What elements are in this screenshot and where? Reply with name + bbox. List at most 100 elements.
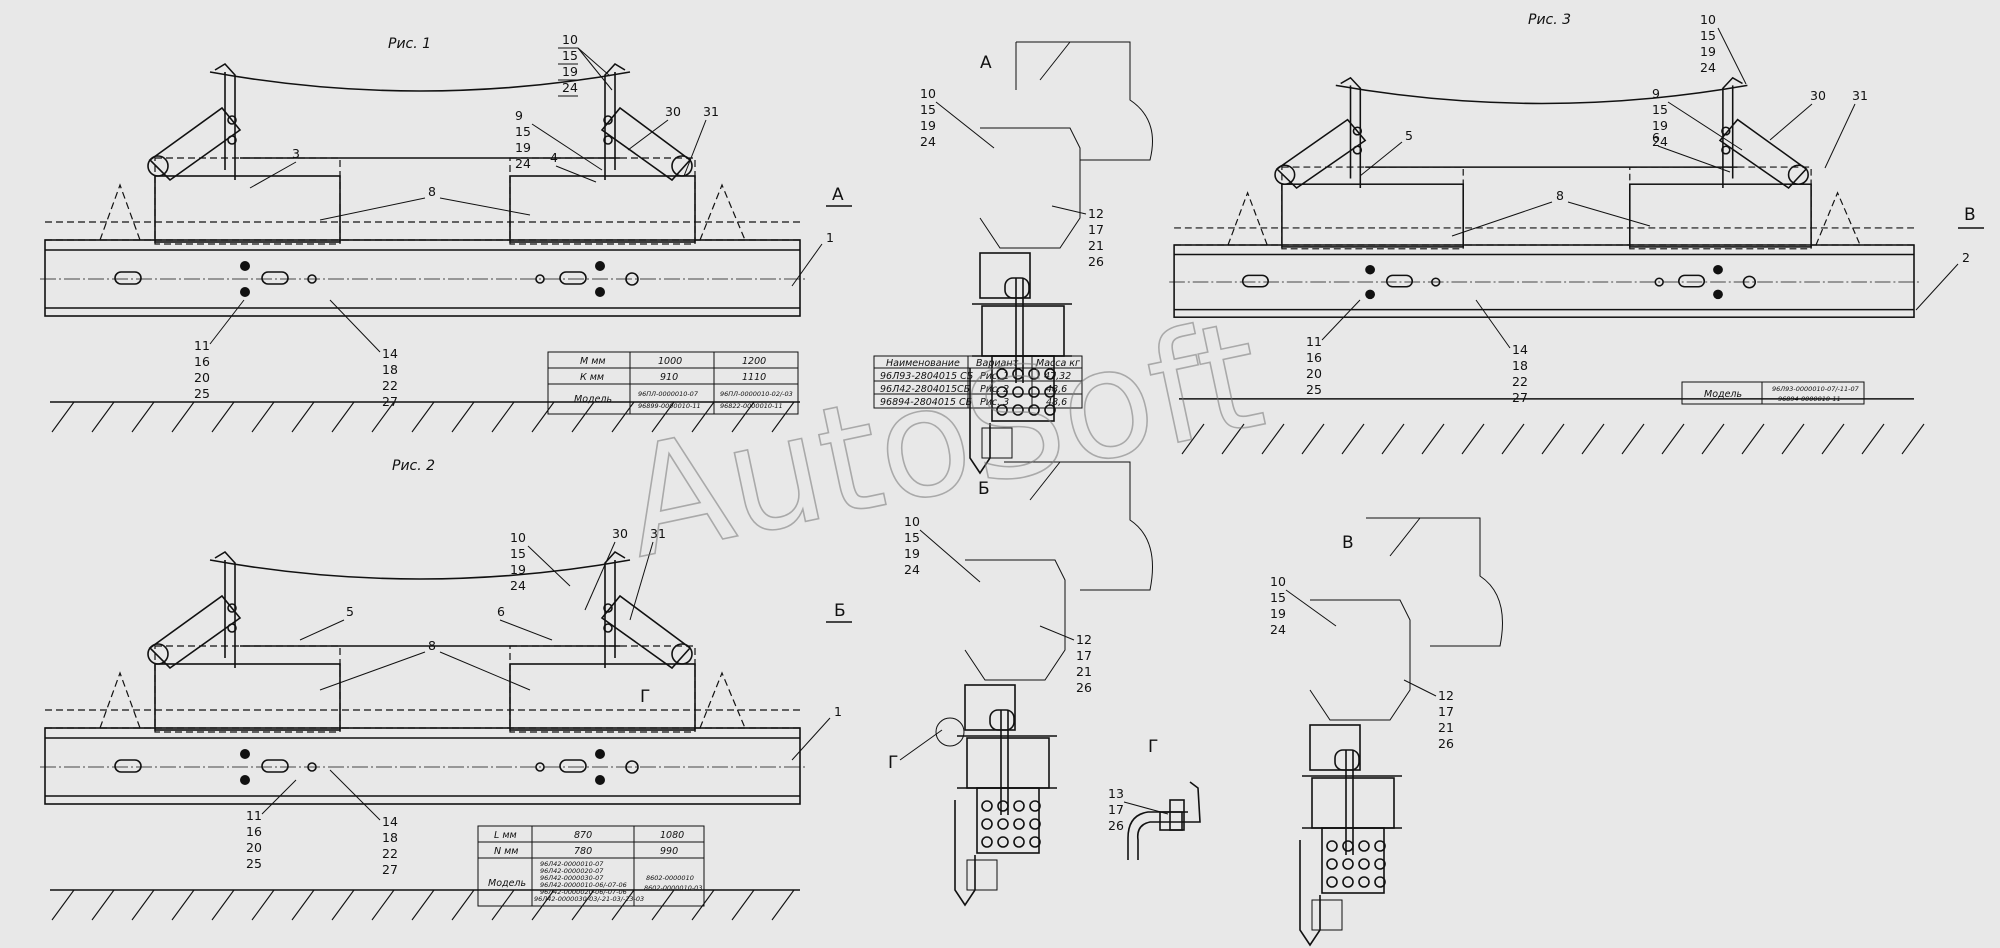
svg-text:14: 14: [382, 814, 398, 829]
svg-text:19: 19: [510, 562, 526, 577]
figure-3-title: Рис. 3: [1528, 12, 1571, 28]
detail-a: А 10 15 19 24 12 17 21 26: [920, 41, 1153, 474]
svg-text:10: 10: [510, 530, 526, 545]
detail-g-callouts: 13 17 26: [1108, 786, 1169, 833]
callout-stack-bolt-3: 9 15 19 24: [1652, 86, 1743, 151]
svg-text:11: 11: [1306, 334, 1322, 349]
svg-text:16: 16: [1306, 350, 1322, 365]
svg-text:25: 25: [1306, 382, 1322, 397]
svg-text:22: 22: [1512, 374, 1528, 389]
figure-1: Рис. 1 10 15 19 24 9 15 19 24 3: [39, 32, 852, 433]
svg-text:3: 3: [292, 146, 300, 161]
callout-stack-holes-fig2: 11 16 20 25: [246, 779, 297, 871]
svg-text:1110: 1110: [742, 372, 766, 383]
svg-text:1: 1: [826, 230, 834, 245]
svg-text:14: 14: [1512, 342, 1528, 357]
svg-text:22: 22: [382, 378, 398, 393]
figure-2-title: Рис. 2: [392, 458, 435, 474]
svg-text:А: А: [980, 53, 992, 73]
svg-text:25: 25: [246, 856, 262, 871]
svg-text:96Л42-0000010-07: 96Л42-0000010-07: [540, 860, 604, 868]
svg-text:15: 15: [904, 530, 920, 545]
svg-text:20: 20: [194, 370, 210, 385]
callout-stack-holes2: 14 18 22 27: [329, 299, 398, 409]
svg-text:990: 990: [660, 846, 678, 857]
svg-text:96Л42-2804015СБ: 96Л42-2804015СБ: [880, 384, 971, 395]
svg-text:14: 14: [382, 346, 398, 361]
svg-text:910: 910: [660, 372, 678, 383]
svg-text:24: 24: [510, 578, 526, 593]
svg-text:18: 18: [382, 362, 398, 377]
svg-text:9: 9: [515, 108, 523, 123]
svg-text:5: 5: [1405, 128, 1413, 143]
ground-hatching-3: [1181, 423, 1925, 455]
svg-text:96ПЛ-0000010-07: 96ПЛ-0000010-07: [638, 390, 699, 398]
svg-text:10: 10: [1700, 12, 1716, 27]
detail-a-side-callouts: 12 17 21 26: [1051, 205, 1104, 269]
svg-text:А: А: [832, 185, 844, 205]
figure-1-title: Рис. 1: [388, 36, 431, 52]
svg-text:22: 22: [382, 846, 398, 861]
svg-text:24: 24: [904, 562, 920, 577]
svg-text:17: 17: [1108, 802, 1124, 817]
callout-stack-holes2-fig3: 14 18 22 27: [1475, 299, 1528, 405]
svg-text:10: 10: [1270, 574, 1286, 589]
svg-text:8: 8: [1556, 188, 1564, 203]
svg-text:16: 16: [194, 354, 210, 369]
detail-b-top-callouts: 10 15 19 24: [904, 514, 981, 583]
svg-text:8602-0000010: 8602-0000010: [646, 874, 694, 882]
svg-text:15: 15: [562, 48, 578, 63]
svg-text:21: 21: [1076, 664, 1092, 679]
svg-text:26: 26: [1108, 818, 1124, 833]
svg-text:48,6: 48,6: [1046, 397, 1067, 408]
detail-v-side-callouts: 12 17 21 26: [1403, 679, 1454, 751]
svg-text:780: 780: [574, 846, 592, 857]
svg-text:10: 10: [904, 514, 920, 529]
svg-text:5: 5: [346, 604, 354, 619]
svg-text:6: 6: [497, 604, 505, 619]
svg-text:6: 6: [1652, 130, 1660, 145]
svg-text:31: 31: [703, 104, 719, 119]
svg-text:Модель: Модель: [574, 394, 612, 405]
svg-text:96Л42-0000010-06/-07-06: 96Л42-0000010-06/-07-06: [540, 881, 627, 889]
svg-text:Рис. 1: Рис. 1: [980, 371, 1009, 382]
svg-text:24: 24: [1700, 60, 1716, 75]
svg-text:15: 15: [1652, 102, 1668, 117]
svg-text:12: 12: [1088, 206, 1104, 221]
svg-text:30: 30: [1810, 88, 1826, 103]
svg-text:Г: Г: [1148, 737, 1158, 757]
svg-text:96Л42-0000020-07: 96Л42-0000020-07: [540, 867, 604, 875]
svg-text:1200: 1200: [742, 356, 766, 367]
svg-text:19: 19: [515, 140, 531, 155]
svg-text:96Л42-0000020-06/-07-06: 96Л42-0000020-06/-07-06: [540, 888, 627, 896]
svg-text:96894-0000010-11: 96894-0000010-11: [1778, 395, 1841, 403]
svg-text:17: 17: [1088, 222, 1104, 237]
svg-text:К мм: К мм: [580, 372, 604, 383]
svg-text:Рис. 2: Рис. 2: [980, 384, 1009, 395]
svg-text:25: 25: [194, 386, 210, 401]
svg-text:12: 12: [1438, 688, 1454, 703]
svg-text:47,32: 47,32: [1044, 371, 1071, 382]
callout-stack-top-3: 10 15 19 24: [1700, 12, 1747, 85]
svg-text:48,6: 48,6: [1046, 384, 1067, 395]
table-model-3: Модель 96Л93-0000010-07/-11-07 96894-000…: [1681, 381, 1865, 405]
svg-text:27: 27: [1512, 390, 1528, 405]
svg-text:8: 8: [428, 638, 436, 653]
svg-text:96ПЛ-0000010-02/-03: 96ПЛ-0000010-02/-03: [720, 390, 793, 398]
svg-text:96894-2804015 СБ: 96894-2804015 СБ: [880, 397, 973, 408]
svg-text:17: 17: [1076, 648, 1092, 663]
svg-text:12: 12: [1076, 632, 1092, 647]
svg-text:8602-0000010-03: 8602-0000010-03: [644, 884, 702, 892]
svg-text:Масса кг: Масса кг: [1036, 358, 1081, 369]
svg-text:27: 27: [382, 862, 398, 877]
callout-stack-bolt: 9 15 19 24: [515, 108, 603, 171]
svg-text:L мм: L мм: [494, 830, 517, 841]
svg-text:31: 31: [650, 526, 666, 541]
svg-text:11: 11: [246, 808, 262, 823]
svg-text:21: 21: [1088, 238, 1104, 253]
svg-text:Рис. 3: Рис. 3: [980, 397, 1009, 408]
svg-text:27: 27: [382, 394, 398, 409]
svg-text:Г: Г: [888, 753, 898, 773]
svg-text:15: 15: [920, 102, 936, 117]
